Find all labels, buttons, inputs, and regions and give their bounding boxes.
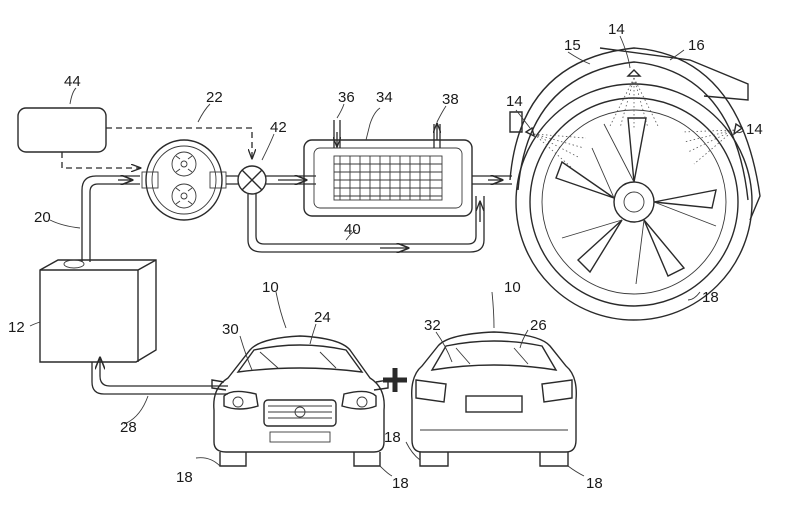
label-18-front-left: 18 xyxy=(176,469,193,486)
label-28: 28 xyxy=(120,419,137,436)
hx-inlet-arrow xyxy=(334,120,340,148)
heat-exchanger xyxy=(303,139,473,217)
pump xyxy=(141,139,227,221)
label-18-rear-right: 18 xyxy=(586,475,603,492)
label-36: 36 xyxy=(338,89,355,106)
vehicle-front-view xyxy=(211,335,389,467)
label-30: 30 xyxy=(222,321,239,338)
label-26: 26 xyxy=(530,317,547,334)
vehicle-rear-view xyxy=(411,331,577,467)
label-44: 44 xyxy=(64,73,81,90)
label-15: 15 xyxy=(564,37,581,54)
control-line-pump xyxy=(61,152,140,168)
label-14-left: 14 xyxy=(506,93,523,110)
leader-lines xyxy=(29,35,745,477)
controller-box xyxy=(17,107,107,153)
label-42: 42 xyxy=(270,119,287,136)
supply-line xyxy=(81,175,140,262)
label-18-wheel: 18 xyxy=(702,289,719,306)
plus-sign xyxy=(383,368,407,392)
control-line-valve xyxy=(106,127,252,158)
hx-outlet-arrow xyxy=(434,124,440,148)
label-12: 12 xyxy=(8,319,25,336)
spray-nozzles xyxy=(524,69,744,169)
label-32: 32 xyxy=(424,317,441,334)
label-14-top: 14 xyxy=(608,21,625,38)
label-22: 22 xyxy=(206,89,223,106)
tank xyxy=(39,259,157,363)
label-10-rear: 10 xyxy=(504,279,521,296)
label-18-front-right: 18 xyxy=(392,475,409,492)
label-16: 16 xyxy=(688,37,705,54)
label-10-front: 10 xyxy=(262,279,279,296)
label-18-rear-left: 18 xyxy=(384,429,401,446)
return-line xyxy=(100,358,228,387)
label-14-right: 14 xyxy=(746,121,763,138)
label-20: 20 xyxy=(34,209,51,226)
valve xyxy=(237,165,267,195)
label-34: 34 xyxy=(376,89,393,106)
label-40: 40 xyxy=(344,221,361,238)
label-38: 38 xyxy=(442,91,459,108)
label-24: 24 xyxy=(314,309,331,326)
wheel-assembly xyxy=(509,47,761,321)
bypass-line xyxy=(247,194,485,253)
